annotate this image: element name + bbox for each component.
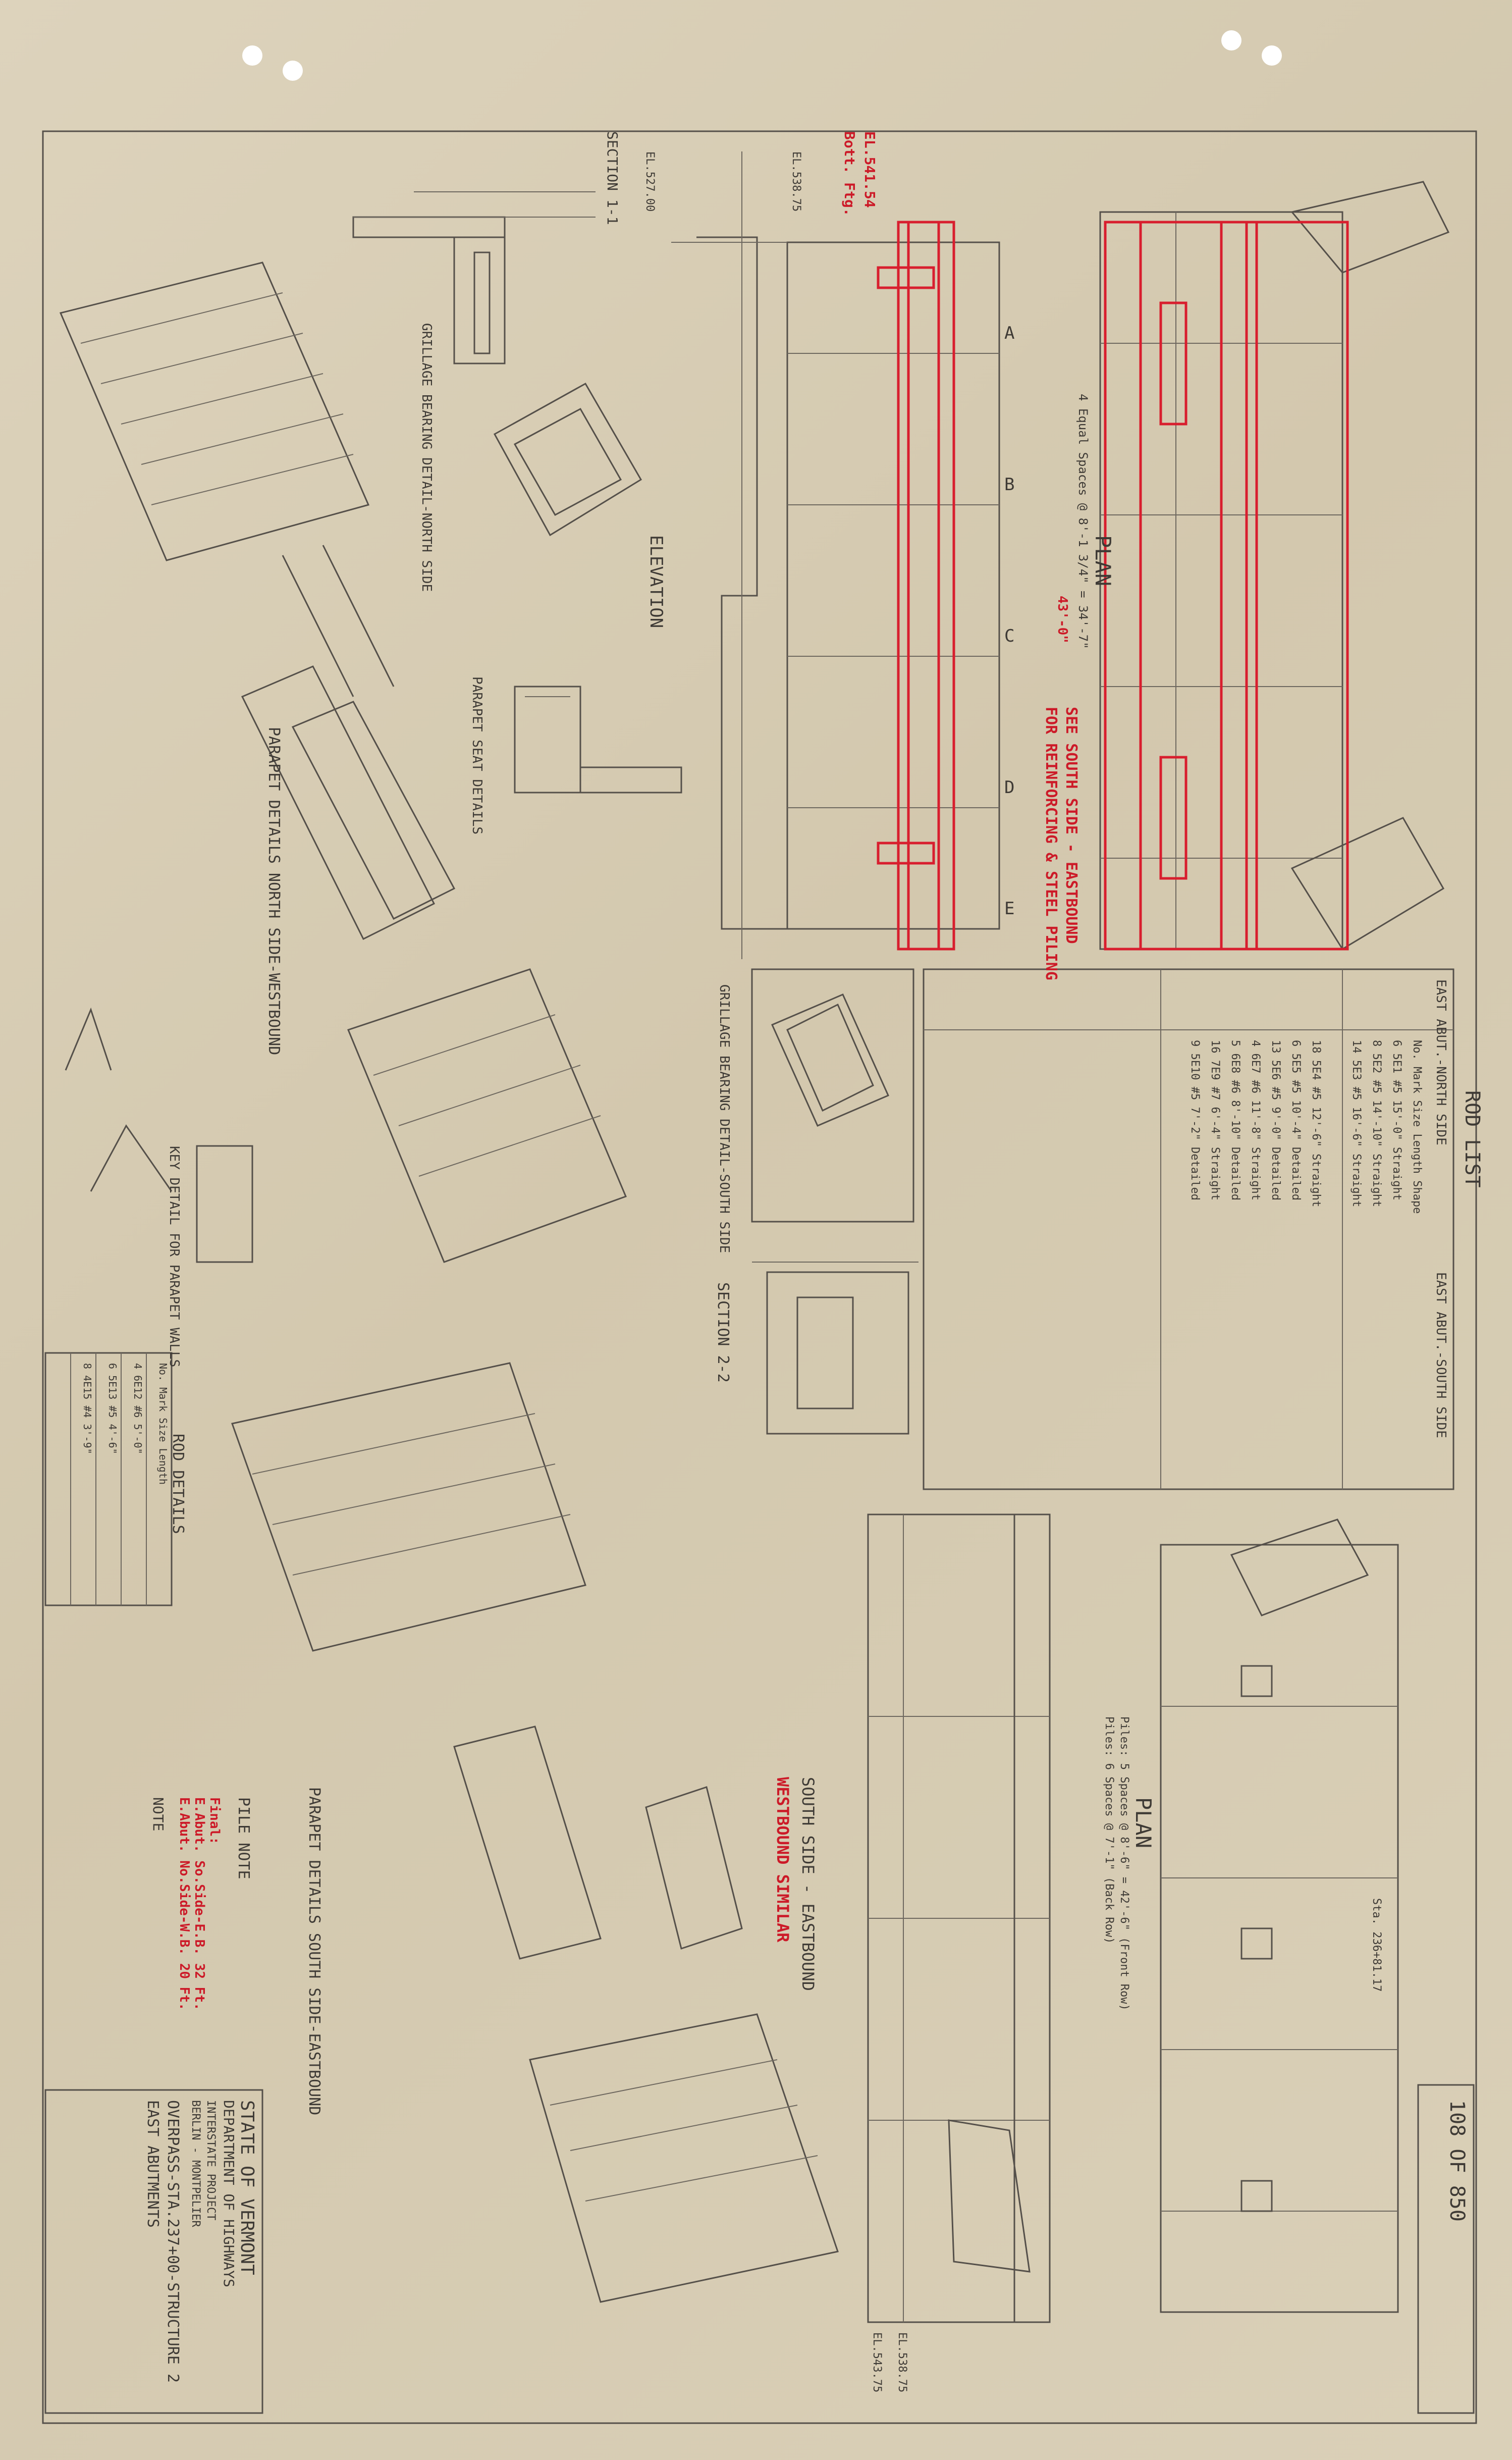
elev-bottom-1: EL.543.75 [871, 2332, 883, 2393]
sheet-number-frame [1417, 2084, 1475, 2414]
sheet-border [42, 130, 1477, 2424]
table-row: 4 6E12 #6 5'-0" [132, 1363, 144, 1454]
view-title-section-1-1: SECTION 1-1 [604, 131, 621, 225]
red-bott-ftg: Bott. Ftg. [841, 131, 858, 217]
table-row: 5 6E8 #6 8'-10" Detailed [1229, 1040, 1241, 1200]
rod-list-col-header: No. Mark Size Length Shape [1411, 1040, 1423, 1214]
title-state: STATE OF VERMONT [237, 2100, 257, 2275]
elevation-south [867, 1513, 1051, 2323]
view-title-grillage-north: GRILLAGE BEARING DETAIL-NORTH SIDE [419, 323, 434, 592]
section-2-2 [752, 1262, 919, 1435]
mark-d: D [1004, 777, 1015, 798]
table-row: 6 5E1 #5 15'-0" Straight [1390, 1040, 1403, 1200]
view-title-rod-list: ROD LIST [1461, 1090, 1484, 1188]
title-project-line-2: BERLIN - MONTPELIER [189, 2100, 202, 2227]
dim-total-top: 43'-0" [1055, 596, 1070, 643]
elev-bottom-2: EL.538.75 [896, 2332, 908, 2393]
punch-hole [1262, 45, 1282, 66]
dim-spacing-top: 4 Equal Spaces @ 8'-1 3/4" = 34'-7" [1076, 394, 1090, 649]
view-title-plan-top: PLAN [1091, 535, 1115, 587]
title-project-line-1: INTERSTATE PROJECT [204, 2100, 217, 2221]
mark-e: E [1004, 899, 1015, 919]
rod-list-south-header: EAST ABUT.-SOUTH SIDE [1433, 1272, 1448, 1438]
view-title-elevation-south: SOUTH SIDE - EASTBOUND [798, 1777, 818, 1991]
sheet-reference: 108 OF 850 [1445, 2100, 1469, 2222]
title-department: DEPARTMENT OF HIGHWAYS [221, 2100, 237, 2287]
table-row: 6 5E13 #5 4'-6" [106, 1363, 119, 1454]
table-row: 8 5E2 #5 14'-10" Straight [1370, 1040, 1383, 1208]
pile-final-line-2: E.Abut. No.Side-W.B. 20 Ft. [177, 1797, 192, 2011]
red-see-south: SEE SOUTH SIDE - EASTBOUND [1062, 707, 1080, 944]
westbound-similar: WESTBOUND SIMILAR [773, 1777, 792, 1943]
view-title-elevation: ELEVATION [646, 535, 666, 629]
rod-list-north-header: EAST ABUT.-NORTH SIDE [1433, 979, 1448, 1145]
mark-c: C [1004, 626, 1015, 646]
view-title-plan-bottom: PLAN [1131, 1797, 1156, 1849]
pile-final-line-1: E.Abut. So.Side-E.B. 32 Ft. [192, 1797, 207, 2011]
view-title-parapet-north: PARAPET DETAILS NORTH SIDE-WESTBOUND [265, 727, 283, 1056]
view-title-grillage-south: GRILLAGE BEARING DETAIL-SOUTH SIDE [717, 984, 732, 1253]
view-title-parapet-seat: PARAPET SEAT DETAILS [469, 676, 484, 835]
view-title-key-detail: KEY DETAIL FOR PARAPET WALLS [167, 1146, 182, 1368]
parapet-seat-details [514, 686, 682, 794]
section-1-1 [352, 191, 596, 364]
rod-details-table [44, 1352, 173, 1606]
table-row: 6 5E5 #5 10'-4" Detailed [1289, 1040, 1302, 1200]
table-row: 9 5E10 #5 7'-2" Detailed [1189, 1040, 1201, 1200]
pile-note-heading: PILE NOTE [235, 1797, 252, 1879]
title-structure: OVERPASS-STA.237+00-STRUCTURE 2 [164, 2100, 182, 2383]
view-title-rod-details: ROD DETAILS [169, 1434, 187, 1534]
dim-piles-front: Piles: 5 Spaces @ 8'-6" = 42'-6" (Front … [1118, 1716, 1130, 2011]
plan-bottom [1160, 1519, 1399, 2313]
view-title-parapet-south: PARAPET DETAILS SOUTH SIDE-EASTBOUND [305, 1787, 323, 2116]
red-elevation-value: EL.541.54 [861, 131, 878, 208]
title-sheet-title: EAST ABUTMENTS [144, 2100, 161, 2228]
mark-a: A [1004, 323, 1015, 343]
punch-hole [1221, 30, 1241, 50]
pile-final-label: Final: [207, 1797, 222, 1845]
parapet-detail-north [59, 261, 456, 940]
table-row: 14 5E3 #5 16'-6" Straight [1350, 1040, 1363, 1208]
elevation-top [671, 151, 1000, 959]
punch-hole [242, 45, 262, 66]
mark-b: B [1004, 475, 1015, 495]
title-block-frame [44, 2089, 263, 2414]
view-title-section-2-2: SECTION 2-2 [714, 1282, 732, 1383]
table-row: 18 5E4 #5 12'-6" Straight [1310, 1040, 1322, 1208]
note-heading: NOTE [150, 1797, 167, 1831]
plan-top [1099, 181, 1450, 951]
station-label: Sta. 236+81.17 [1370, 1898, 1383, 1992]
table-row: 8 4E15 #4 3'-9" [81, 1363, 93, 1454]
dim-piles-back: Piles: 6 Spaces @ 7'-1" (Back Row) [1103, 1716, 1115, 1944]
grillage-bearing-south [751, 968, 914, 1223]
elev-top-a: EL.527.00 [643, 151, 656, 212]
rod-details-col-header: No. Mark Size Length [157, 1363, 169, 1485]
grillage-bearing-north [493, 382, 642, 537]
table-row: 4 6E7 #6 11'-8" Straight [1249, 1040, 1262, 1200]
elev-top-b: EL.538.75 [790, 151, 802, 212]
rod-list-table [923, 968, 1454, 1490]
table-row: 16 7E9 #7 6'-4" Straight [1209, 1040, 1221, 1200]
table-row: 13 5E6 #5 9'-0" Detailed [1269, 1040, 1282, 1200]
red-for-reinforcing: FOR REINFORCING & STEEL PILING [1042, 707, 1060, 980]
wingwall-view-middle [231, 968, 627, 1652]
parapet-detail-south [453, 1725, 839, 2303]
key-detail [65, 1007, 253, 1263]
punch-hole [283, 61, 303, 81]
